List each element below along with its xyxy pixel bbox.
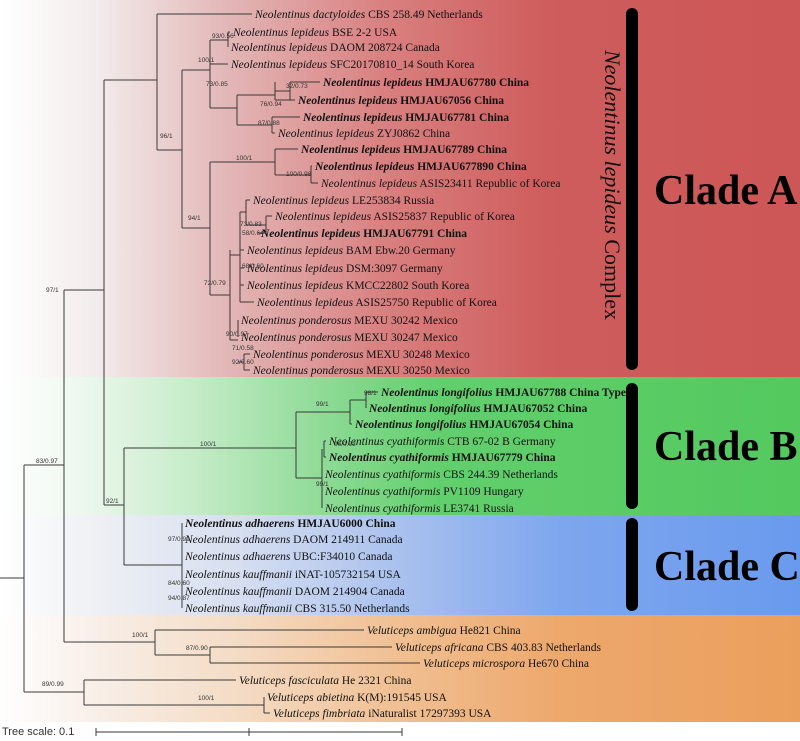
- leaf-label: Neolentinus lepideus KMCC22802 South Kor…: [246, 280, 469, 292]
- leaf-label: Neolentinus longifolius HMJAU67054 China: [354, 419, 573, 431]
- leaf-label: Neolentinus kauffmanii DAOM 214904 Canad…: [184, 586, 405, 598]
- leaf-label: Veluticeps abietina K(M):191545 USA: [267, 692, 448, 704]
- support-value: 94/1: [188, 215, 201, 222]
- tree-scale-label: Tree scale: 0.1: [2, 726, 75, 738]
- leaf-label: Veluticeps africana CBS 403.83 Netherlan…: [395, 642, 602, 654]
- support-value: 96/1: [160, 133, 173, 140]
- leaf-label: Neolentinus cyathiformis CTB 67-02 B Ger…: [328, 436, 556, 448]
- leaf-label: Neolentinus adhaerens UBC:F34010 Canada: [184, 551, 393, 563]
- support-value: 97/0.99: [168, 536, 190, 543]
- leaf-label: Neolentinus lepideus ASIS25837 Republic …: [274, 211, 515, 223]
- complex-label: Neolentinus lepideus Complex: [600, 22, 625, 342]
- leaf-label: Neolentinus adhaerens HMJAU6000 China: [184, 518, 396, 530]
- leaf-label: Neolentinus ponderosus MEXU 30242 Mexico: [240, 315, 458, 327]
- leaf-label: Neolentinus longifolius HMJAU67788 China…: [380, 387, 626, 399]
- leaf-label: Veluticeps fimbriata iNaturalist 1729739…: [273, 708, 492, 720]
- support-value: 100/1: [236, 155, 253, 162]
- clade-a-bar: [626, 8, 638, 370]
- complex-word-label: Complex: [600, 239, 625, 321]
- clade-b-label: Clade B: [654, 424, 798, 470]
- clade-a-label: Clade A: [654, 168, 798, 214]
- leaf-label: Neolentinus lepideus BAM Ebw.20 Germany: [246, 245, 456, 257]
- leaf-label: Neolentinus lepideus BSE 2-2 USA: [232, 27, 398, 39]
- clade-a-band: [0, 0, 800, 377]
- clade-c-label: Clade C: [654, 544, 800, 590]
- support-value: 73/0.85: [206, 81, 228, 88]
- leaf-label: Neolentinus lepideus ASIS25750 Republic …: [256, 297, 497, 309]
- leaf-label: Neolentinus kauffmanii CBS 315.50 Nether…: [184, 603, 410, 615]
- support-value: 72/0.79: [204, 280, 226, 287]
- leaf-label: Neolentinus ponderosus MEXU 30247 Mexico: [240, 332, 458, 344]
- support-value: 71/0.58: [232, 345, 254, 352]
- outgroup-band: [0, 615, 800, 722]
- support-value: 100/1: [198, 695, 215, 702]
- leaf-label: Neolentinus lepideus HMJAU677890 China: [314, 161, 527, 173]
- leaf-label: Neolentinus lepideus ASIS23411 Republic …: [320, 178, 560, 190]
- support-value: 93/0.56: [212, 33, 234, 40]
- complex-genus-label: Neolentinus lepideus: [600, 49, 625, 234]
- leaf-label: Neolentinus lepideus ZYJ0862 China: [277, 128, 450, 140]
- leaf-label: Neolentinus lepideus LE253834 Russia: [252, 195, 434, 207]
- leaf-label: Neolentinus lepideus HMJAU67791 China: [260, 228, 467, 240]
- support-value: 83/0.97: [36, 458, 58, 465]
- clade-c-bar: [626, 518, 638, 611]
- leaf-label: Neolentinus lepideus HMJAU67781 China: [302, 112, 509, 124]
- leaf-label: Veluticeps microspora He670 China: [423, 658, 589, 670]
- support-value: 58/0.64: [242, 230, 264, 237]
- leaf-label: Neolentinus cyathiformis LE3741 Russia: [324, 503, 514, 515]
- support-value: 100/1: [200, 441, 217, 448]
- support-value: 94/0.87: [168, 595, 190, 602]
- leaf-label: Neolentinus cyathiformis PV1109 Hungary: [324, 486, 524, 498]
- support-value: 92/1: [106, 498, 119, 505]
- leaf-label: Neolentinus ponderosus MEXU 30250 Mexico: [252, 365, 470, 377]
- leaf-label: Neolentinus lepideus HMJAU67056 China: [297, 95, 504, 107]
- support-value: 68/0.60: [242, 263, 264, 270]
- leaf-label: Neolentinus longifolius HMJAU67052 China: [368, 403, 587, 415]
- support-value: 73/0.83: [240, 221, 262, 228]
- leaf-label: Neolentinus ponderosus MEXU 30248 Mexico: [252, 349, 470, 361]
- support-value: 96/0.93: [334, 441, 356, 448]
- support-value: 92/0.60: [232, 359, 254, 366]
- support-value: 90/0.97: [226, 331, 248, 338]
- support-value: 97/1: [46, 287, 59, 294]
- support-value: 100/1: [132, 632, 149, 639]
- leaf-label: Veluticeps ambigua He821 China: [367, 625, 521, 637]
- support-value: 89/0.99: [42, 681, 64, 688]
- leaf-label: Neolentinus lepideus HMJAU67780 China: [322, 77, 529, 89]
- support-value: 100/0.98: [286, 171, 312, 178]
- support-value: 84/0.60: [168, 580, 190, 587]
- leaf-label: Neolentinus lepideus DSM:3097 Germany: [246, 263, 443, 275]
- support-value: 100/1: [198, 57, 215, 64]
- leaf-label: Veluticeps fasciculata He 2321 China: [239, 675, 411, 687]
- support-value: 99/1: [316, 481, 329, 488]
- leaf-label: Neolentinus adhaerens DAOM 214911 Canada: [184, 534, 403, 546]
- support-value: 32/0.73: [286, 83, 308, 90]
- support-value: 99/1: [316, 401, 329, 408]
- support-value: 87/0.88: [258, 120, 280, 127]
- clade-b-bar: [626, 383, 638, 509]
- leaf-label: Neolentinus lepideus SFC20170810_14 Sout…: [230, 59, 474, 71]
- leaf-label: Neolentinus lepideus DAOM 208724 Canada: [230, 42, 440, 54]
- support-value: 98/1: [364, 390, 377, 397]
- leaf-label: Neolentinus cyathiformis HMJAU67779 Chin…: [328, 452, 556, 464]
- leaf-label: Neolentinus cyathiformis CBS 244.39 Neth…: [324, 469, 558, 481]
- leaf-label: Neolentinus lepideus HMJAU67789 China: [300, 144, 507, 156]
- support-value: 76/0.94: [260, 101, 282, 108]
- support-value: 87/0.90: [186, 645, 208, 652]
- leaf-label: Neolentinus dactyloides CBS 258.49 Nethe…: [254, 9, 483, 21]
- leaf-label: Neolentinus kauffmanii iNAT-105732154 US…: [184, 569, 402, 581]
- clade-b-band: [0, 377, 800, 515]
